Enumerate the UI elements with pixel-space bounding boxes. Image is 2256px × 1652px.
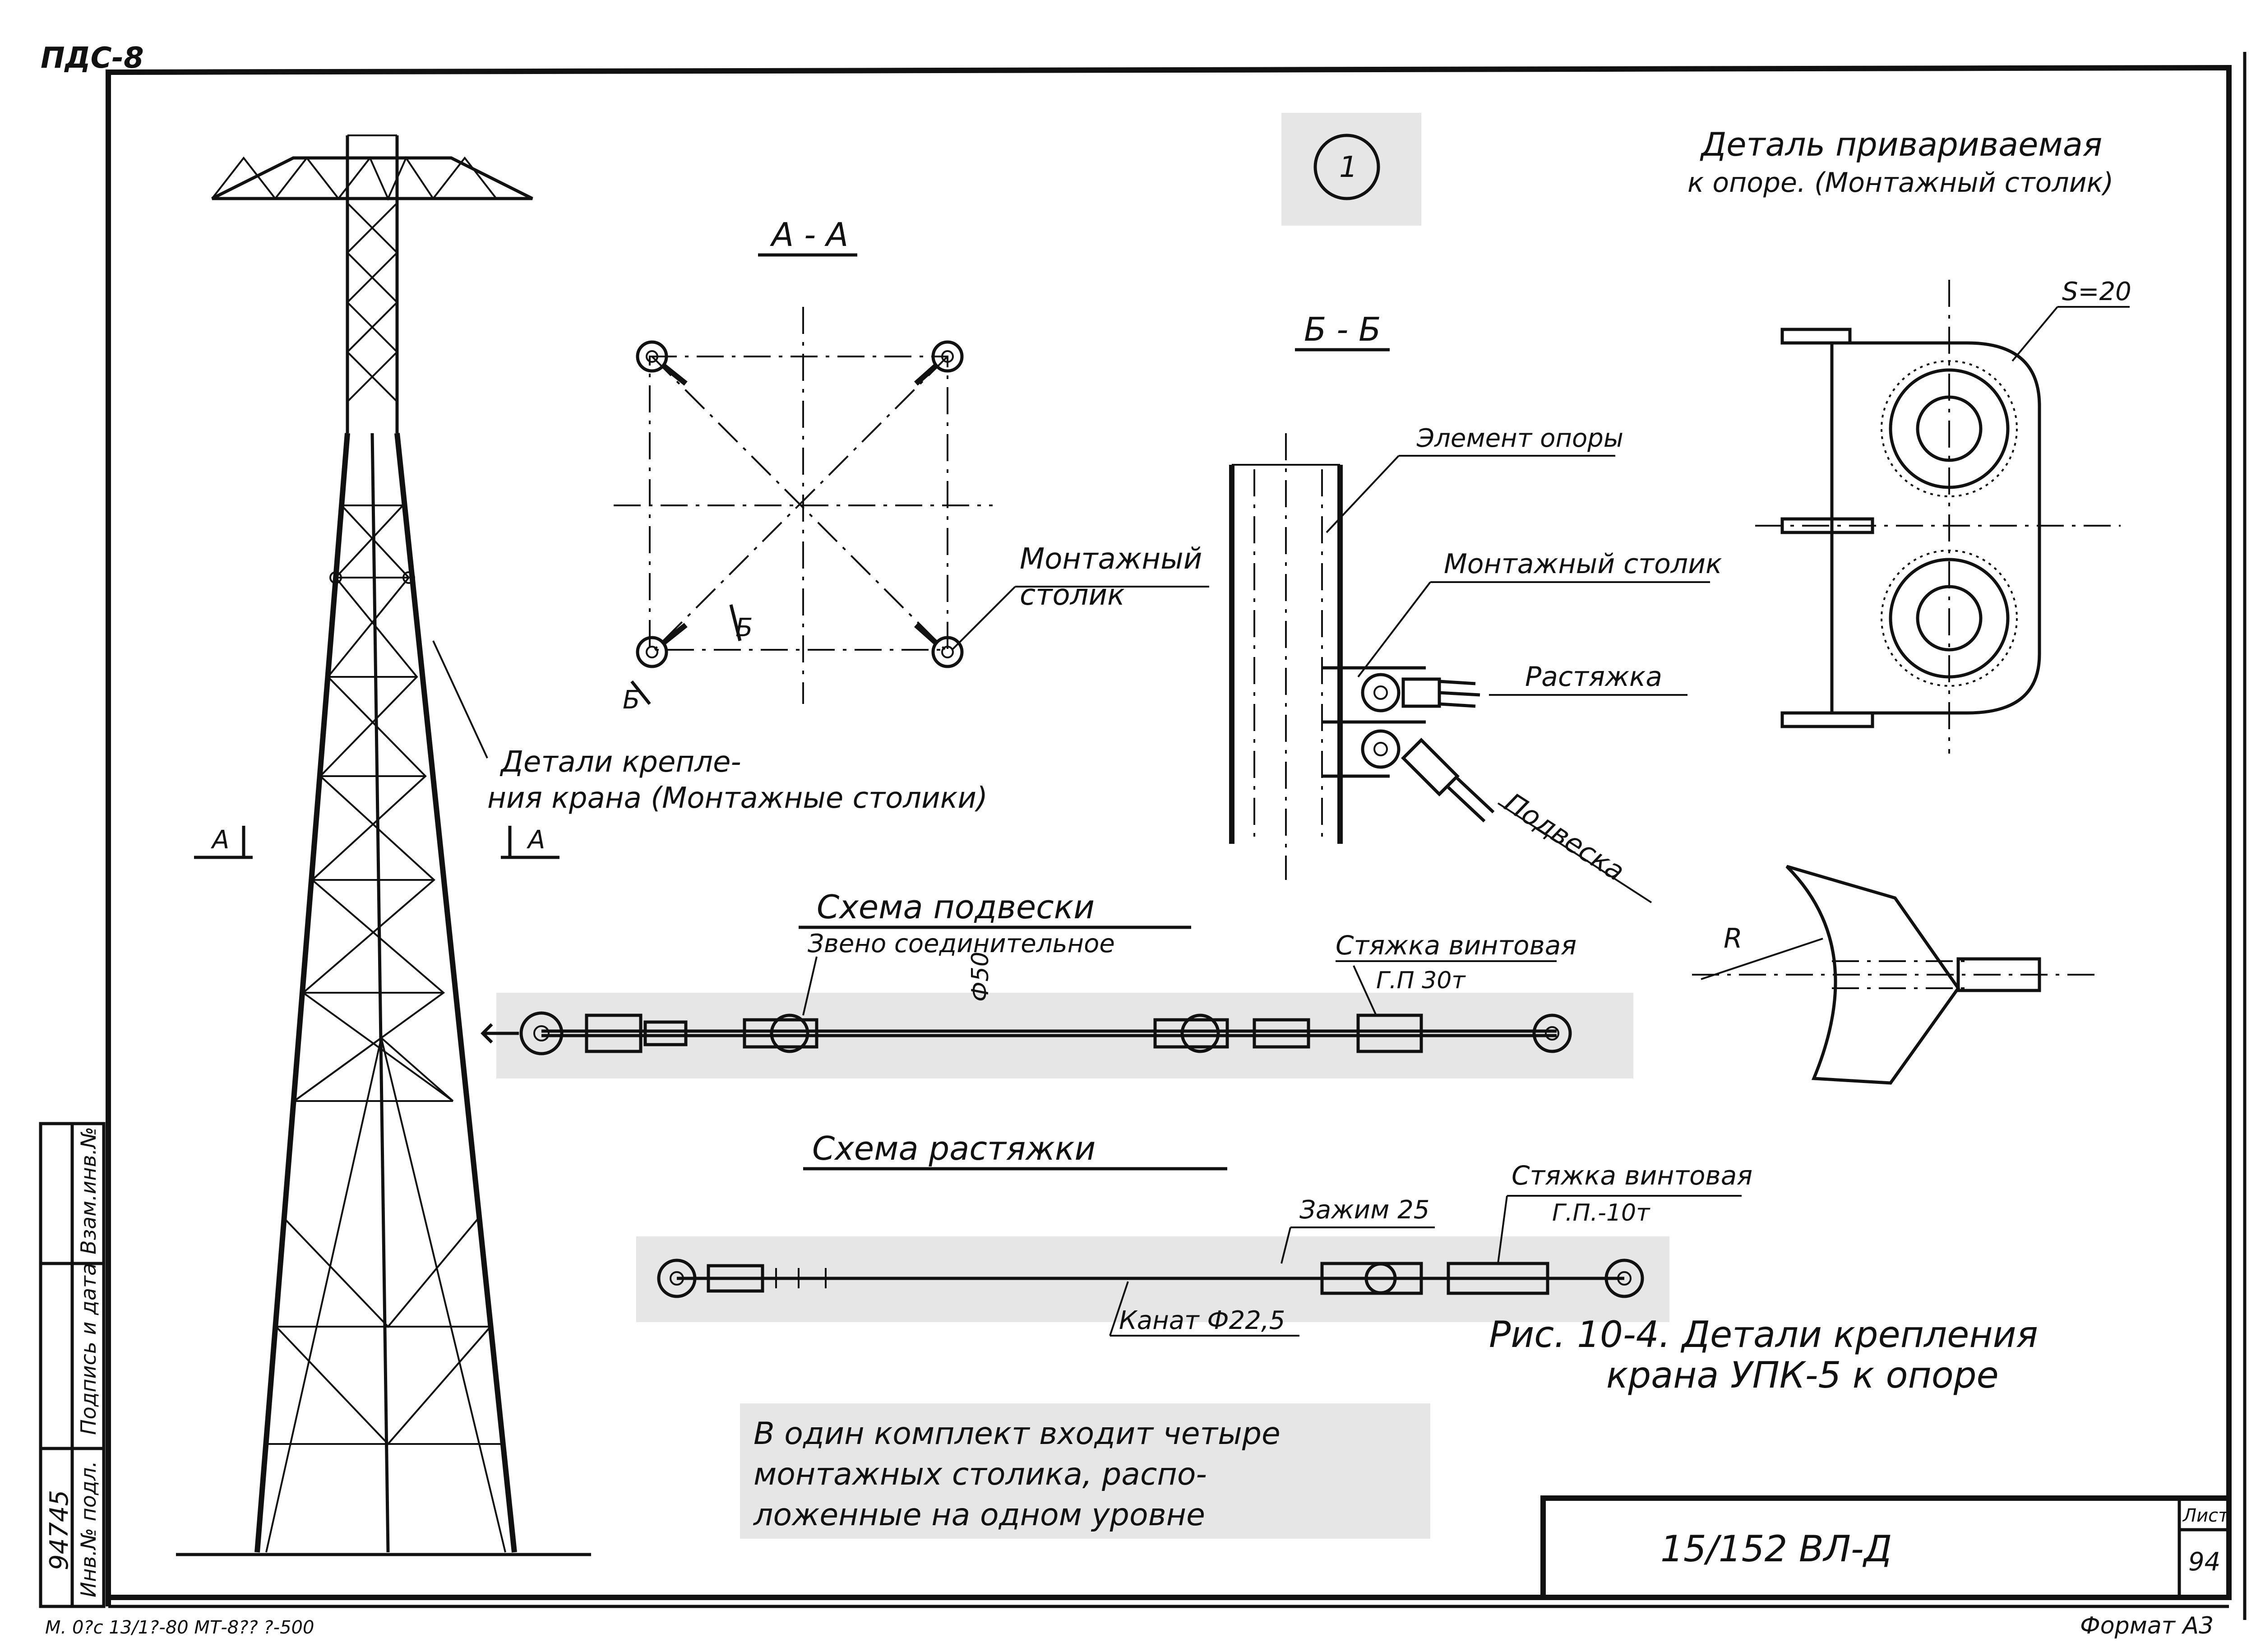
suspension-capacity: Г.П 30т	[1376, 967, 1466, 994]
mounting-table-aa-line1: Монтажный	[1020, 542, 1202, 576]
thickness-label: S=20	[2062, 277, 2131, 306]
sheet-label: Лист	[2182, 1505, 2229, 1526]
suspension-label: Подвеска	[1499, 787, 1630, 888]
welded-detail-title-line2: к опоре. (Монтажный столик)	[1687, 167, 2113, 199]
guy-capacity: Г.П.-10т	[1552, 1199, 1650, 1226]
suspension-scheme-title: Схема подвески	[817, 888, 1095, 926]
title-block: 15/152 ВЛ-Д Лист 94	[1540, 1495, 2232, 1600]
crane-details-line1: Детали крепле-	[499, 745, 741, 779]
figure-caption-line1: Рис. 10-4. Детали крепления	[1489, 1314, 2038, 1356]
section-marks-a: A A	[194, 825, 559, 859]
note-line2: монтажных столика, распо-	[754, 1457, 1207, 1492]
side-stamp-swap-label: Взам.инв.№	[76, 1127, 101, 1254]
sheet-value: 94	[2188, 1547, 2220, 1577]
welded-detail-title-line1: Деталь привариваемая	[1700, 125, 2102, 163]
suspension-turnbuckle-label: Стяжка винтовая	[1336, 930, 1576, 961]
note-line1: В один комплект входит четыре	[754, 1416, 1281, 1452]
footer-format: Формат А3	[2080, 1612, 2214, 1639]
suspension-scheme: Схема подвески Звено соединительное Ф50 …	[481, 888, 1633, 1078]
guy-turnbuckle-label: Стяжка винтовая	[1512, 1160, 1752, 1191]
side-stamp-sign-label: Подпись и дата	[76, 1263, 101, 1435]
drawing-code: 15/152 ВЛ-Д	[1660, 1528, 1892, 1570]
mounting-table-bb-label: Монтажный столик	[1444, 548, 1722, 580]
guy-rope-label: Канат Ф22,5	[1119, 1306, 1285, 1335]
side-stamp-inv-label: Инв.№ подл.	[76, 1461, 101, 1597]
figure-caption-line2: крана УПК-5 к опоре	[1606, 1354, 1999, 1396]
footer-left-code: М. 0?с 13/1?-80 МТ-8?? ?-500	[45, 1617, 314, 1638]
suspension-diameter: Ф50	[967, 952, 994, 1002]
section-b-mark-1: Б	[735, 613, 753, 643]
crane-details-callout: Детали крепле- ния крана (Монтажные стол…	[432, 640, 988, 815]
side-stamp-inv-value: 94745	[45, 1490, 74, 1570]
support-element-label: Элемент опоры	[1416, 424, 1623, 453]
side-stamp: Инв.№ подл. 94745 Подпись и дата Взам.ин…	[39, 1122, 106, 1608]
guy-scheme-title: Схема растяжки	[812, 1129, 1096, 1167]
figure-caption: Рис. 10-4. Детали крепления крана УПК-5 …	[1489, 1314, 2038, 1396]
section-aa: А - А Б Б Монтажный столик	[614, 216, 1209, 715]
section-bb: Б - Б Элемент опоры Монтажный столик Рас…	[1229, 310, 1722, 903]
welded-detail: Деталь привариваемая к опоре. (Монтажный…	[1687, 125, 2131, 1085]
mounting-table-aa-line2: столик	[1020, 578, 1125, 612]
note-line3: ложенные на одном уровне	[753, 1497, 1205, 1533]
crane-details-line2: ния крана (Монтажные столики)	[487, 782, 988, 815]
guy-clamp-label: Зажим 25	[1299, 1195, 1429, 1225]
lattice-tower	[176, 134, 591, 1556]
guy-label: Растяжка	[1525, 661, 1662, 693]
connecting-link-label: Звено соединительное	[808, 929, 1115, 958]
section-a-right: A	[527, 825, 545, 855]
sheet-badge-number: 1	[1339, 151, 1358, 184]
sheet-frame: ПДС-8	[41, 42, 2247, 1620]
radius-label: R	[1724, 923, 1743, 954]
sheet-badge: 1	[1281, 113, 1421, 226]
footer: М. 0?с 13/1?-80 МТ-8?? ?-500 Формат А3	[45, 1612, 2214, 1639]
section-bb-title: Б - Б	[1304, 310, 1381, 348]
section-aa-title: А - А	[770, 216, 848, 254]
section-a-left: A	[211, 825, 229, 855]
section-b-mark-2: Б	[623, 685, 640, 715]
guy-scheme: Схема растяжки Зажим 25 Стяжка винтовая …	[636, 1129, 1752, 1337]
corner-code: ПДС-8	[41, 42, 144, 75]
note: В один комплект входит четыре монтажных …	[740, 1403, 1430, 1539]
